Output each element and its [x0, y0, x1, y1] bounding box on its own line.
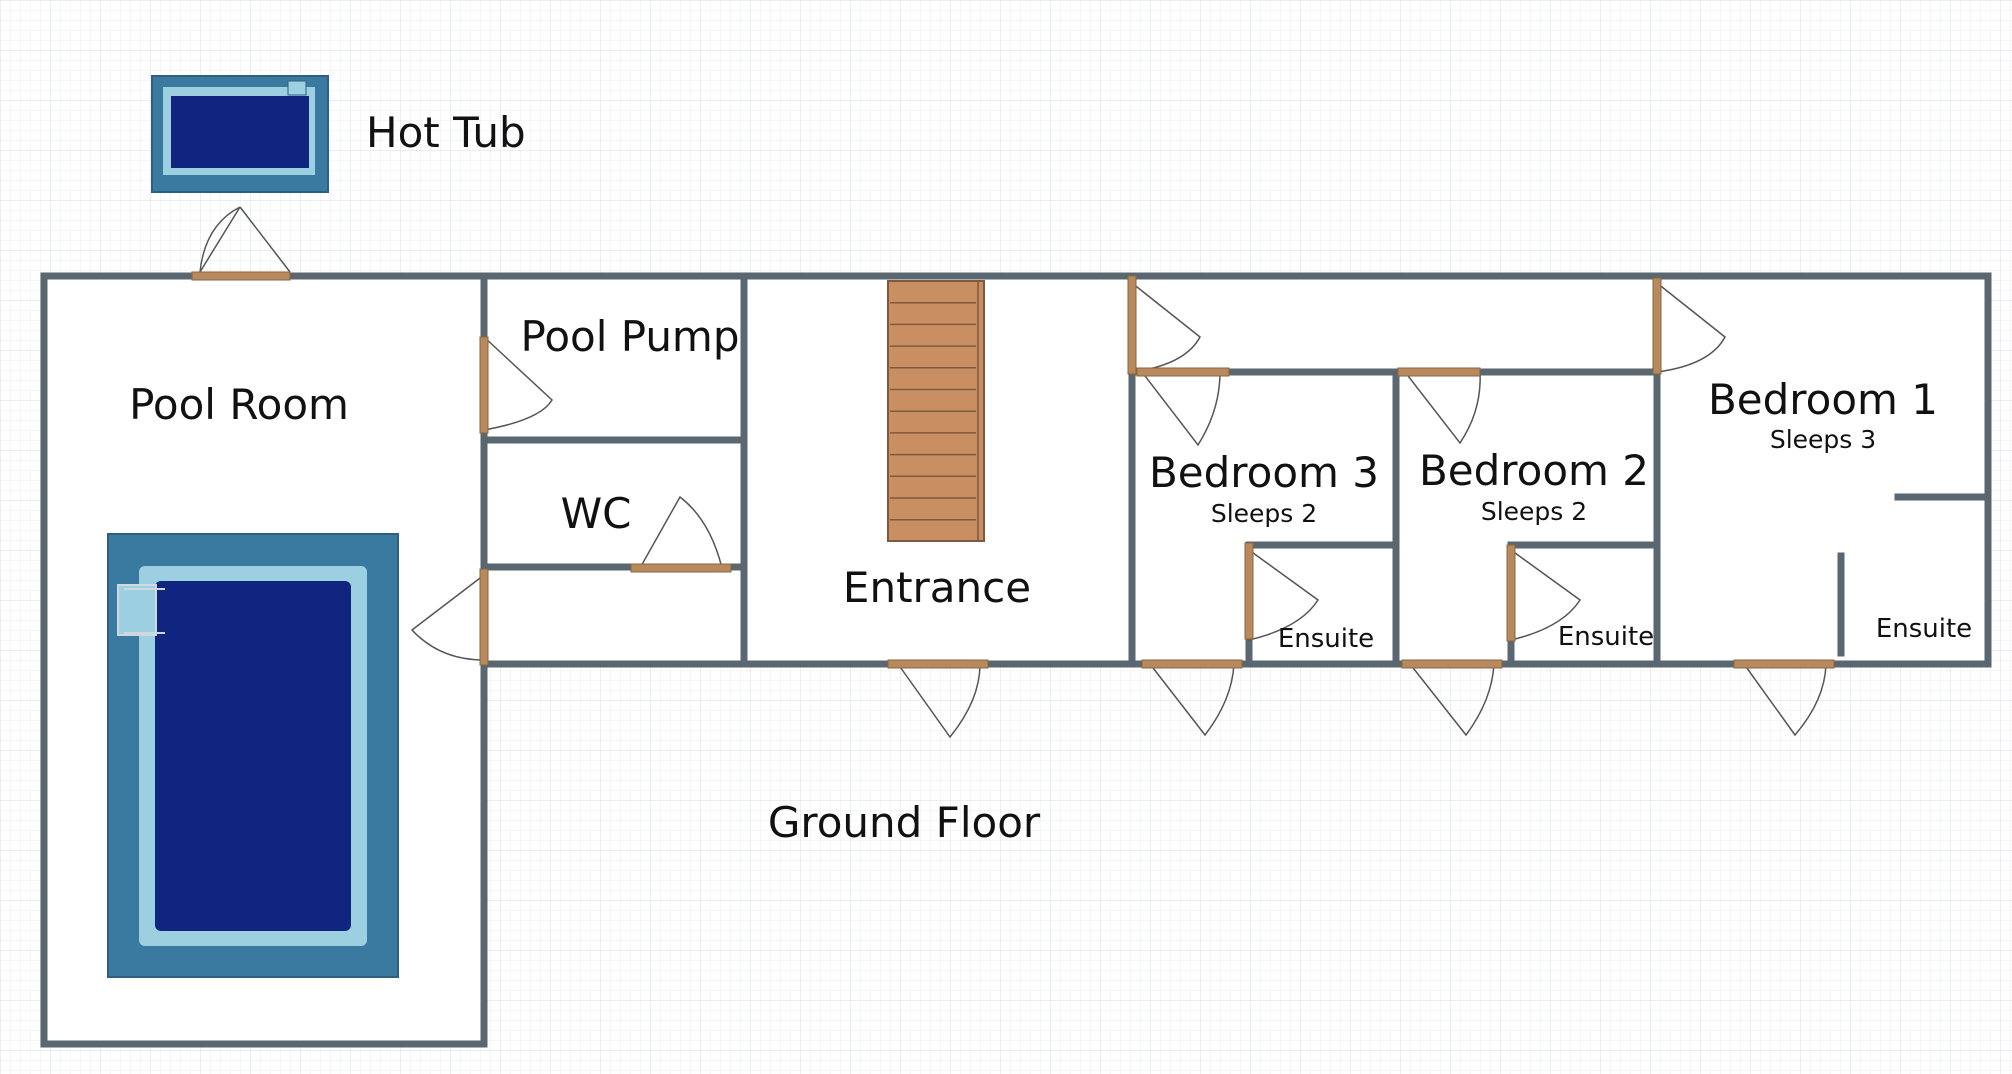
bedroom-1-door-swing — [1656, 282, 1726, 373]
entrance-label: Entrance — [843, 563, 1031, 612]
pool-pump-door-swing — [483, 336, 553, 431]
bedroom-2-outer-door — [1401, 659, 1503, 737]
pool-ladder — [117, 584, 165, 636]
swimming-pool — [107, 533, 399, 978]
bedroom-2-label: Bedroom 2 — [1419, 446, 1649, 495]
bedroom-1-outer-door — [1733, 659, 1835, 737]
bedroom-2-ensuite-door-leaf — [1506, 544, 1516, 642]
pool-room-door — [410, 568, 489, 666]
bedroom-3-sleeps: Sleeps 2 — [1211, 499, 1317, 528]
bedroom-3-label: Bedroom 3 — [1149, 448, 1379, 497]
entrance-door-leaf — [887, 659, 989, 669]
entrance-door — [887, 659, 989, 739]
bedroom-2-ensuite-door — [1506, 544, 1582, 642]
wc-door-swing — [639, 495, 723, 569]
bedroom-2-ensuite-door-swing — [1510, 549, 1582, 641]
wc-door — [630, 495, 732, 573]
wc-door-leaf — [630, 563, 732, 573]
doors — [191, 206, 1835, 739]
bedroom-2-outer-door-leaf — [1401, 659, 1503, 669]
bedroom-2-outer-door-swing — [1409, 663, 1495, 737]
bedroom-3-ensuite-door — [1244, 542, 1320, 641]
corridor-door-left-leaf — [1127, 275, 1137, 375]
bedroom-1-outer-door-swing — [1743, 663, 1827, 737]
bedroom-2-ensuite-label: Ensuite — [1558, 622, 1654, 652]
bedroom-2-sleeps: Sleeps 2 — [1481, 497, 1587, 526]
bedroom-3-ensuite-door-swing — [1248, 549, 1320, 641]
bedroom-2-door — [1397, 367, 1481, 445]
pool-pump-label: Pool Pump — [520, 312, 739, 361]
pool-room-door-leaf — [479, 568, 489, 666]
bedroom-3-door-swing — [1141, 371, 1221, 447]
bedroom-3-door — [1136, 367, 1230, 447]
pool-room-label: Pool Room — [129, 380, 349, 429]
floor-title: Ground Floor — [768, 798, 1041, 847]
bedroom-1-sleeps: Sleeps 3 — [1770, 425, 1876, 454]
hot-tub-door-swing — [199, 206, 291, 273]
bedroom-3-outer-door-swing — [1149, 663, 1235, 737]
entrance-door-swing — [897, 663, 981, 739]
pool-pump-door — [479, 336, 553, 434]
bedroom-2-door-swing — [1404, 371, 1481, 445]
pool-pump-door-leaf — [479, 336, 489, 434]
bedroom-3-outer-door — [1141, 659, 1243, 737]
bedroom-1-door — [1652, 277, 1726, 375]
bedroom-3-ensuite-label: Ensuite — [1278, 624, 1374, 654]
hot-tub-door-leaf — [191, 271, 291, 281]
hot-tub-door — [191, 206, 291, 281]
wc-label: WC — [561, 489, 632, 538]
bedroom-1-door-leaf — [1652, 277, 1662, 375]
staircase — [887, 280, 985, 542]
bedroom-3-outer-door-leaf — [1141, 659, 1243, 669]
pool-room-door-swing — [410, 574, 485, 661]
bedroom-3-ensuite-door-leaf — [1244, 542, 1254, 640]
bedroom-3-door-leaf — [1136, 367, 1230, 377]
bedroom-1-label: Bedroom 1 — [1708, 375, 1938, 424]
bedroom-2-door-leaf — [1397, 367, 1481, 377]
bedroom-1-ensuite-label: Ensuite — [1876, 614, 1972, 644]
hot-tub — [151, 75, 329, 193]
hot-tub-label: Hot Tub — [366, 108, 526, 157]
bedroom-1-outer-door-leaf — [1733, 659, 1835, 669]
